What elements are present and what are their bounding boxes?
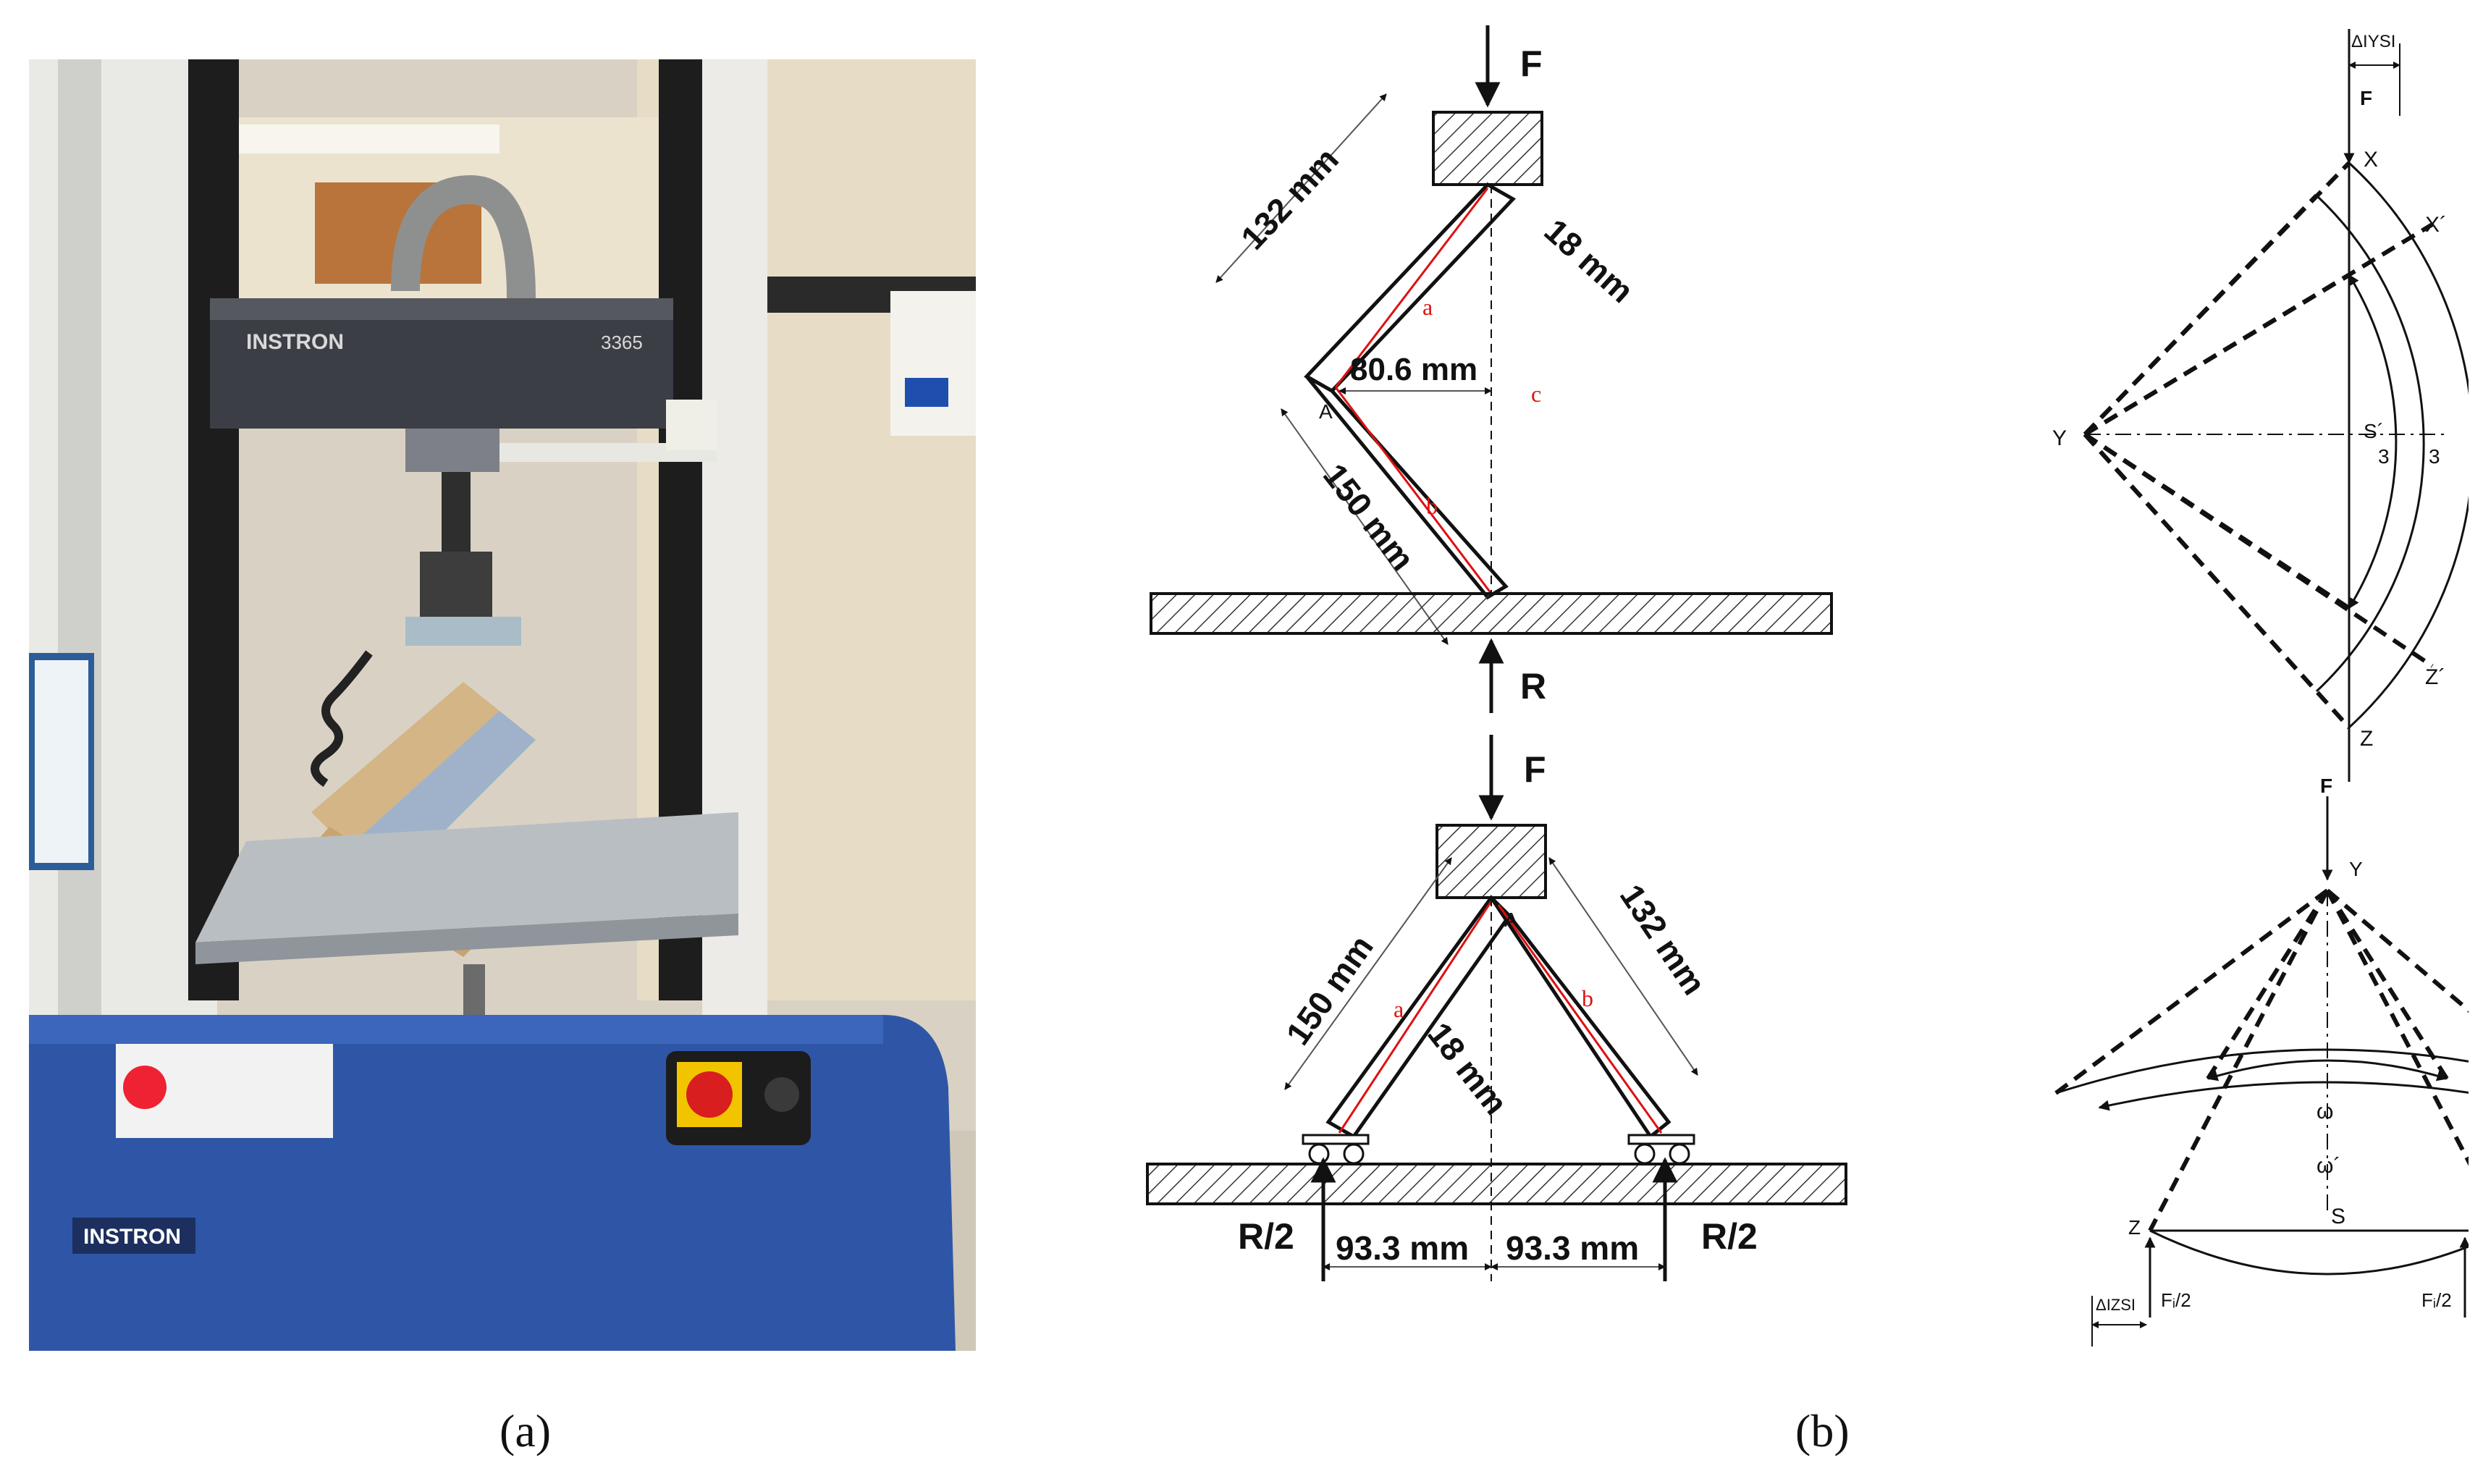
testing-machine-photo: INSTRON 3365 INSTRON xyxy=(29,59,976,1351)
omega-arc xyxy=(2206,1059,2448,1082)
grip xyxy=(420,552,492,617)
top-point-b: b xyxy=(1426,493,1438,519)
bottom-outer-arc-a xyxy=(2055,1048,2469,1095)
top-schematic-rays xyxy=(2083,161,2434,730)
emergency-stop-button xyxy=(686,1071,733,1118)
point-Z-prime: Z´ xyxy=(2425,665,2445,689)
top-dim-80: 80.6 mm xyxy=(1350,352,1477,387)
top-point-c: c xyxy=(1531,381,1541,407)
label-3a: 3 xyxy=(2378,445,2390,468)
bottom-red-line-b xyxy=(1497,904,1663,1134)
bottom-schematic-rays xyxy=(2054,888,2469,1232)
label-S: S xyxy=(2331,1205,2345,1228)
omega-prime-arc xyxy=(2098,1081,2469,1111)
top-reaction-label: R xyxy=(1520,666,1546,707)
top-point-A: A xyxy=(1319,400,1333,423)
label-omega: ω xyxy=(2317,1100,2333,1123)
label-S-prime: S´ xyxy=(2364,420,2384,442)
bottom-point-a: a xyxy=(1394,996,1404,1022)
left-roller-support xyxy=(1302,1134,1370,1165)
top-dim-18: 18 mm xyxy=(1538,211,1641,310)
grey-hose xyxy=(391,174,536,299)
caption-b: (b) xyxy=(1795,1405,1850,1456)
top-point-a: a xyxy=(1422,294,1433,320)
left-rail xyxy=(188,59,239,1000)
bottom-base-plate xyxy=(1146,1163,1847,1205)
bottom-lower-arc xyxy=(2149,1229,2469,1276)
half-force-right: Fᵢ/2 xyxy=(2421,1289,2452,1311)
bottom-loading-block xyxy=(1436,824,1547,899)
top-deflection-schematic: ΔIYSI F X X´ Y Z Z´ S´ 3 3 xyxy=(2052,29,2469,782)
bottom-load-diagram: F 150 mm 132 mm 18 mm a b A xyxy=(1146,735,1847,1281)
span-left-dim: 93.3 mm xyxy=(1336,1229,1469,1267)
schematic-top-force-label: F xyxy=(2360,87,2372,109)
half-force-left: Fᵢ/2 xyxy=(2161,1289,2191,1311)
label-omega-prime: ω´ xyxy=(2317,1154,2340,1178)
top-dim-132: 132 mm xyxy=(1234,140,1346,257)
wall-poster xyxy=(890,291,976,436)
diagram-panel: F 132 mm 18 mm 80.6 mm 150 mm a b c A R … xyxy=(1146,25,2469,1346)
bottom-point-A: A xyxy=(1504,908,1518,931)
bottom-point-b: b xyxy=(1582,985,1593,1011)
schematic-bottom-force-label: F xyxy=(2320,775,2332,797)
top-red-line-a xyxy=(1334,187,1489,388)
right-reaction-label: R/2 xyxy=(1701,1216,1758,1257)
top-dim-line-132 xyxy=(1215,93,1387,283)
point-Z-bottom: Z xyxy=(2128,1216,2141,1239)
left-reaction-label: R/2 xyxy=(1238,1216,1294,1257)
outer-arc xyxy=(2315,194,2425,693)
brand-label-base: INSTRON xyxy=(83,1225,181,1249)
load-cell xyxy=(405,429,499,472)
brand-label-top: INSTRON xyxy=(246,330,344,354)
point-Y-bottom: Y xyxy=(2349,858,2363,880)
point-X: X xyxy=(2364,148,2378,172)
top-base-plate xyxy=(1150,592,1833,635)
bottom-dim-132: 132 mm xyxy=(1613,877,1713,1001)
specimen-upper-arm xyxy=(311,682,499,848)
bottom-dim-150: 150 mm xyxy=(1278,929,1380,1052)
support-plate xyxy=(195,812,738,943)
outer-arc-2 xyxy=(2348,161,2469,729)
bottom-dim-line-132 xyxy=(1548,857,1698,1076)
photo-illustration: INSTRON 3365 INSTRON xyxy=(29,59,976,1351)
bottom-deflection-schematic: F Y ω ω´ S Z X Fᵢ/2 Fᵢ/2 ΔIZSI xyxy=(2054,775,2469,1346)
top-load-diagram: F 132 mm 18 mm 80.6 mm 150 mm a b c A R xyxy=(1150,25,1833,713)
span-right-dim: 93.3 mm xyxy=(1506,1229,1639,1267)
inner-arc xyxy=(2348,274,2398,610)
model-label: 3365 xyxy=(601,332,643,353)
top-loading-block xyxy=(1432,111,1543,186)
point-Z: Z xyxy=(2360,727,2373,751)
right-roller-support xyxy=(1627,1134,1695,1165)
label-3b: 3 xyxy=(2429,445,2440,468)
delta-Z-label: ΔIZSI xyxy=(2096,1296,2136,1314)
point-Y: Y xyxy=(2052,426,2067,450)
ceiling-light xyxy=(239,125,499,153)
bottom-force-label: F xyxy=(1524,749,1546,790)
top-force-label: F xyxy=(1520,43,1543,84)
bottom-dim-line-150 xyxy=(1284,857,1452,1090)
selector-knob xyxy=(764,1077,799,1112)
delta-Y-label: ΔIYSI xyxy=(2351,32,2395,51)
bottom-dim-18: 18 mm xyxy=(1420,1016,1515,1122)
caption-a: (a) xyxy=(499,1405,552,1456)
loading-head xyxy=(405,617,521,646)
